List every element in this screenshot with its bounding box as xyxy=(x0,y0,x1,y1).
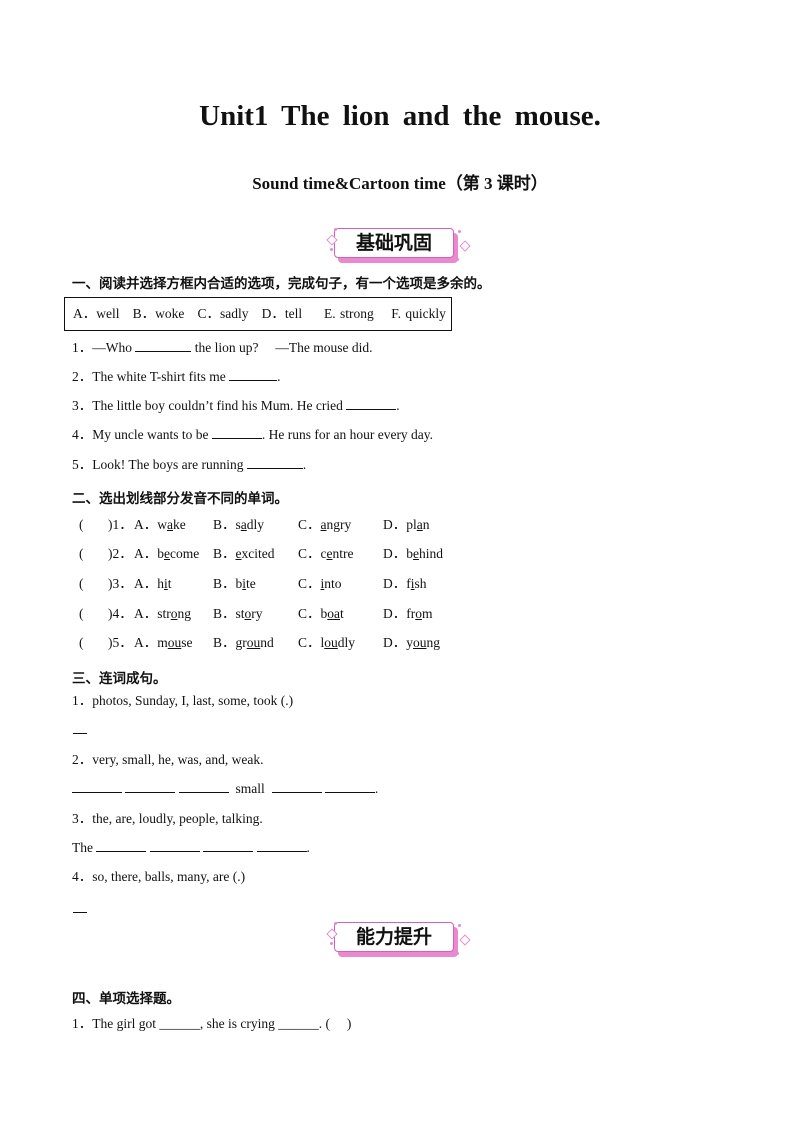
answer-paren[interactable]: ( xyxy=(79,606,84,621)
page-title: Unit1 The lion and the mouse. xyxy=(199,100,601,132)
answer-blank[interactable] xyxy=(72,780,122,793)
dot-icon xyxy=(334,922,337,925)
option-b: B．bite xyxy=(213,576,256,591)
question-number: )2． xyxy=(108,546,133,561)
option-a: A．mouse xyxy=(134,635,193,650)
section-banner-advanced: 能力提升 xyxy=(326,920,471,964)
question-3-3-answer: The . xyxy=(72,839,310,855)
dot-icon xyxy=(458,924,461,927)
dot-icon xyxy=(456,952,459,955)
option-d: D．behind xyxy=(383,546,444,561)
option-d: D．fish xyxy=(383,576,427,591)
diamond-icon xyxy=(459,240,471,252)
option-c: C．boat xyxy=(298,606,344,621)
option-c: C．loudly xyxy=(298,635,356,650)
question-number: )3． xyxy=(108,576,133,591)
answer-blank[interactable] xyxy=(149,839,200,852)
section3-heading: 三、连词成句。 xyxy=(72,671,167,687)
option-b: B．story xyxy=(213,606,263,621)
answer-blank[interactable] xyxy=(96,839,147,852)
options-list: A．well B．woke C．sadly D．tell E. strong F… xyxy=(73,306,446,321)
answer-paren[interactable]: ( xyxy=(79,576,84,591)
answer-blank[interactable] xyxy=(125,780,176,793)
dot-icon xyxy=(456,258,459,261)
option-a: A．strong xyxy=(134,606,191,621)
answer-blank[interactable] xyxy=(271,780,322,793)
option-a: A．wake xyxy=(134,517,186,532)
answer-line[interactable] xyxy=(73,733,87,734)
question-number: )4． xyxy=(108,606,133,621)
answer-blank[interactable] xyxy=(211,426,262,439)
option-c: C．into xyxy=(298,576,342,591)
question-1-2: 2．The white T-shirt fits me . xyxy=(72,368,281,384)
dot-icon xyxy=(458,230,461,233)
answer-line[interactable] xyxy=(73,912,87,913)
diamond-icon xyxy=(459,934,471,946)
question-1-1: 1．—Who the lion up? —The mouse did. xyxy=(72,339,373,355)
answer-paren[interactable]: ( xyxy=(79,517,84,532)
question-4-1: 1．The girl got ______, she is crying ___… xyxy=(72,1016,352,1031)
question-1-4: 4．My uncle wants to be . He runs for an … xyxy=(72,426,434,442)
section-banner-basic: 基础巩固 xyxy=(326,226,471,270)
answer-blank[interactable] xyxy=(346,397,397,410)
answer-blank[interactable] xyxy=(135,339,192,352)
answer-blank[interactable] xyxy=(256,839,307,852)
section4-heading: 四、单项选择题。 xyxy=(72,991,180,1007)
answer-paren[interactable]: ( xyxy=(79,635,84,650)
option-a: A．become xyxy=(134,546,200,561)
dot-icon xyxy=(334,228,337,231)
question-1-3: 3．The little boy couldn’t find his Mum. … xyxy=(72,397,400,413)
option-d: D．from xyxy=(383,606,433,621)
answer-blank[interactable] xyxy=(178,780,229,793)
question-3-3: 3．the, are, loudly, people, talking. xyxy=(72,811,263,826)
answer-blank[interactable] xyxy=(229,368,278,381)
question-3-4: 4．so, there, balls, many, are (.) xyxy=(72,869,246,884)
dot-icon xyxy=(330,248,333,251)
option-c: C．centre xyxy=(298,546,354,561)
answer-paren[interactable]: ( xyxy=(79,546,84,561)
section2-heading: 二、选出划线部分发音不同的单词。 xyxy=(72,491,288,507)
option-b: B．sadly xyxy=(213,517,265,532)
option-d: D．young xyxy=(383,635,440,650)
option-c: C．angry xyxy=(298,517,352,532)
banner-label: 能力提升 xyxy=(355,926,432,948)
option-d: D．plan xyxy=(383,517,430,532)
banner-label: 基础巩固 xyxy=(355,232,432,254)
question-3-2: 2．very, small, he, was, and, weak. xyxy=(72,752,264,767)
section1-heading: 一、阅读并选择方框内合适的选项，完成句子，有一个选项是多余的。 xyxy=(72,276,491,292)
question-number: )1． xyxy=(108,517,133,532)
answer-blank[interactable] xyxy=(324,780,375,793)
answer-blank[interactable] xyxy=(203,839,254,852)
options-box xyxy=(64,297,452,331)
dot-icon xyxy=(330,942,333,945)
option-b: B．excited xyxy=(213,546,275,561)
question-3-1: 1．photos, Sunday, I, last, some, took (.… xyxy=(72,693,294,708)
question-number: )5． xyxy=(108,635,133,650)
option-a: A．hit xyxy=(134,576,172,591)
option-b: B．ground xyxy=(213,635,274,650)
page-subtitle: Sound time&Cartoon time（第 3 课时） xyxy=(252,174,548,193)
question-1-5: 5．Look! The boys are running . xyxy=(72,456,307,472)
question-3-2-answer: small . xyxy=(72,780,378,798)
answer-blank[interactable] xyxy=(246,456,303,469)
